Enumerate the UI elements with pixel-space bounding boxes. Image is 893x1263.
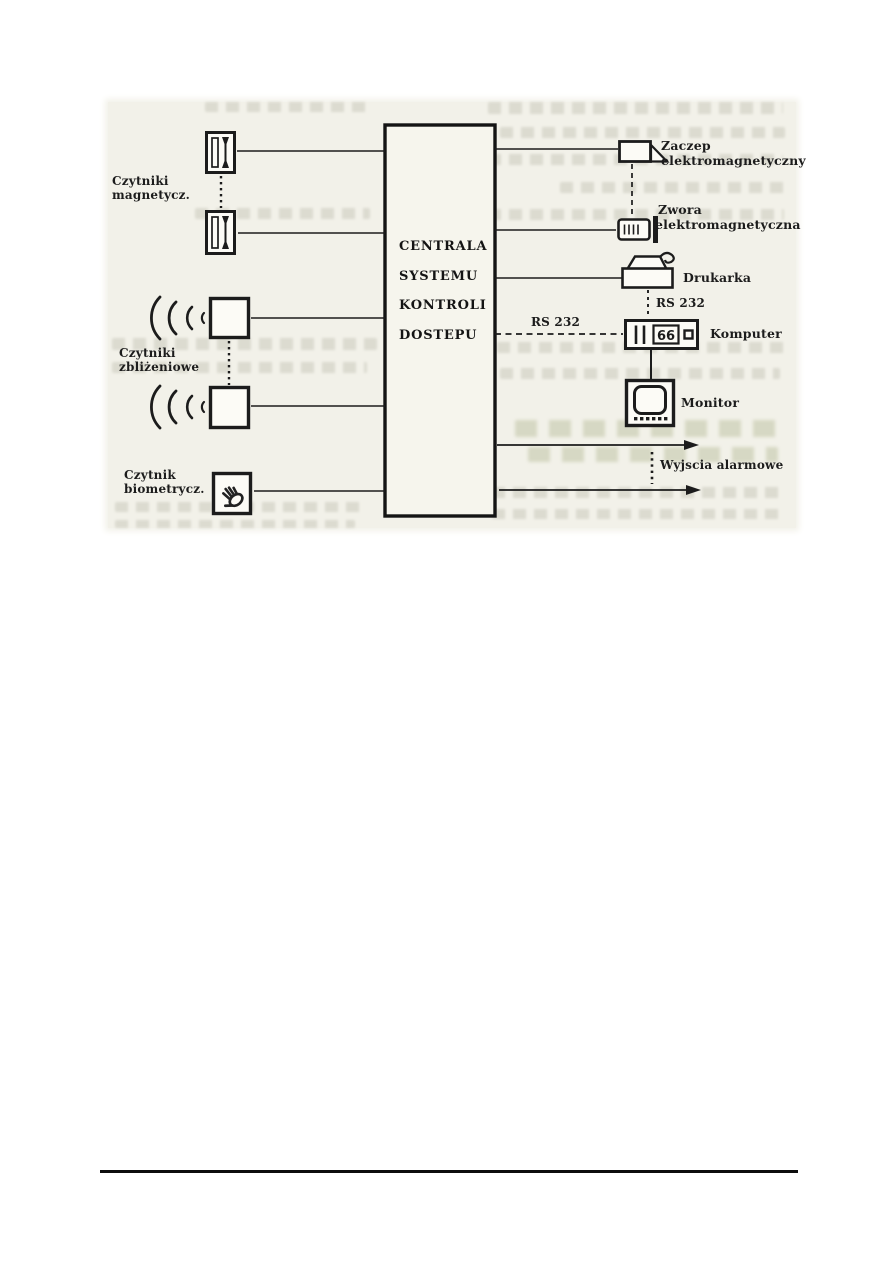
label-line: Zwora xyxy=(658,202,702,217)
bleed-through-texture xyxy=(205,102,370,112)
radio-wave-icon xyxy=(150,295,162,341)
bleed-through-texture xyxy=(112,362,367,373)
latch-icon xyxy=(618,140,670,163)
bleed-through-texture xyxy=(115,520,355,528)
bleed-through-texture xyxy=(515,420,780,437)
monitor-icon xyxy=(624,378,676,428)
radio-wave-icon xyxy=(185,394,194,420)
right-connector-lines xyxy=(495,148,622,279)
computer-label: Komputer xyxy=(710,326,782,341)
monitor-label: Monitor xyxy=(681,395,740,410)
radio-wave-icon xyxy=(185,305,194,331)
label-line: elektromagnetyczna xyxy=(655,216,801,232)
computer-display-value: 66 xyxy=(657,329,675,344)
monitor-screen xyxy=(633,385,667,415)
diagram-artwork: 66 xyxy=(150,123,701,518)
central-unit-line: DOSTEPU xyxy=(399,327,478,343)
alarm-arrowhead-1 xyxy=(684,440,699,450)
bleed-through-texture xyxy=(560,182,785,193)
bleed-through-texture xyxy=(195,208,370,219)
label-line: Czytniki xyxy=(112,174,169,188)
central-unit-line: KONTROLI xyxy=(399,298,487,313)
latch-label: Zaczep elektromagnetyczny xyxy=(661,138,806,168)
central-unit-line: SYSTEMU xyxy=(399,268,478,284)
bleed-through-texture xyxy=(528,447,778,462)
radio-wave-icon xyxy=(150,384,162,430)
bleed-through-texture xyxy=(488,209,784,220)
biometric-reader-label: Czytnik biometrycz. xyxy=(124,468,205,496)
proximity-reader-1-icon xyxy=(150,295,251,341)
label-line: Czytnik xyxy=(124,468,176,482)
paper-curl-icon xyxy=(659,251,675,264)
radio-wave-icon xyxy=(167,389,178,425)
bleed-through-texture xyxy=(500,127,785,138)
label-line: zbliżeniowe xyxy=(119,359,200,374)
page-footer-rule xyxy=(100,1170,798,1173)
bleed-through-texture xyxy=(488,102,783,114)
bleed-through-texture xyxy=(492,509,780,519)
power-button-icon xyxy=(683,329,694,340)
label-line: magnetycz. xyxy=(112,187,191,202)
label-line: Czytniki xyxy=(119,346,176,360)
monitor-vents xyxy=(634,417,668,421)
bleed-through-texture xyxy=(500,368,780,379)
left-connector-lines xyxy=(237,150,385,492)
central-unit-line: CENTRALA xyxy=(399,239,488,254)
armature-icon xyxy=(617,216,658,243)
computer-display xyxy=(652,324,680,345)
radio-wave-icon xyxy=(200,311,206,325)
hand-icon xyxy=(222,486,244,508)
magnetic-reader-1-icon xyxy=(205,131,236,174)
alarm-output-arrows xyxy=(497,440,701,495)
rs232-label-vertical: RS 232 xyxy=(656,296,706,310)
proximity-readers-label: Czytniki zbliżeniowe xyxy=(119,346,200,374)
central-unit-box xyxy=(383,123,497,518)
biometric-reader-icon xyxy=(211,471,253,516)
radio-wave-icon xyxy=(200,400,206,414)
computer-icon: 66 xyxy=(624,319,699,350)
magnetic-readers-label: Czytniki magnetycz. xyxy=(112,174,191,202)
label-line: elektromagnetyczny xyxy=(661,152,806,168)
bleed-through-texture xyxy=(492,487,784,498)
printer-label: Drukarka xyxy=(683,270,752,285)
label-line: biometrycz. xyxy=(124,481,205,496)
magnetic-reader-2-icon xyxy=(205,210,236,255)
radio-wave-icon xyxy=(167,300,178,336)
central-unit-title: CENTRALA SYSTEMU KONTROLI DOSTEPU xyxy=(399,239,487,357)
printer-icon xyxy=(621,251,675,289)
rs232-label-horizontal: RS 232 xyxy=(531,315,581,329)
bleed-through-texture xyxy=(112,338,377,350)
proximity-reader-2-icon xyxy=(150,384,251,430)
armature-label: Zwora elektromagnetyczna xyxy=(655,202,801,232)
alarm-outputs-label: Wyjscia alarmowe xyxy=(660,458,784,472)
alarm-arrowhead-2 xyxy=(686,485,701,495)
label-line: Zaczep xyxy=(661,138,711,153)
